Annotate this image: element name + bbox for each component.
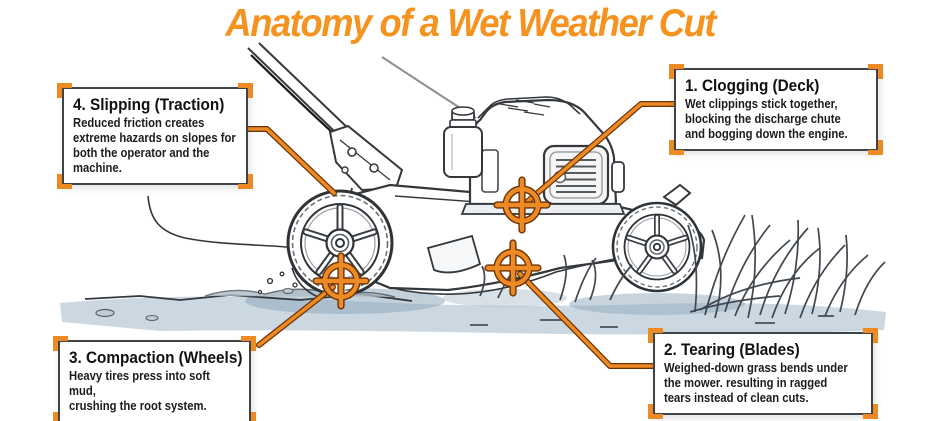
- corner-bracket-icon: [863, 328, 878, 343]
- engine-grille: [542, 144, 610, 206]
- corner-bracket-icon: [669, 64, 684, 79]
- horizon-line: [147, 195, 307, 250]
- corner-bracket-icon: [57, 173, 72, 189]
- connector-clogging-line: [524, 101, 679, 205]
- corner-bracket-icon: [669, 139, 684, 155]
- corner-bracket-icon: [868, 64, 883, 79]
- connector-compaction-line: [256, 284, 336, 348]
- callout-compaction-body: Heavy tires press into soft mud, crushin…: [69, 368, 210, 413]
- page-title: Anatomy of a Wet Weather Cut: [0, 2, 940, 46]
- callout-slipping: 4. Slipping (Traction) Reduced friction …: [57, 83, 253, 189]
- callout-clogging: 1. Clogging (Deck) Wet clippings stick t…: [669, 64, 883, 155]
- callout-compaction: 3. Compaction (Wheels) Heavy tires press…: [53, 336, 256, 421]
- corner-bracket-icon: [863, 403, 878, 419]
- corner-bracket-icon: [53, 411, 68, 421]
- wet-ground: [60, 288, 886, 335]
- callout-compaction-heading: 3. Compaction (Wheels): [69, 348, 243, 367]
- corner-bracket-icon: [238, 83, 253, 98]
- corner-bracket-icon: [238, 173, 253, 189]
- connector-tearing-line: [517, 271, 658, 369]
- callout-slipping-body: Reduced friction creates extreme hazards…: [73, 115, 236, 175]
- corner-bracket-icon: [868, 139, 883, 155]
- crosshair-target-wheels: [312, 252, 370, 310]
- page-title-text: Anatomy of a Wet Weather Cut: [225, 2, 716, 45]
- corner-bracket-icon: [648, 403, 663, 419]
- callout-tearing-body: Weighed-down grass bends under the mower…: [664, 360, 848, 405]
- callout-clogging-heading: 1. Clogging (Deck): [685, 76, 820, 95]
- mud-debris: [257, 267, 319, 298]
- corner-bracket-icon: [53, 336, 68, 351]
- front-wheel: [611, 201, 703, 293]
- rear-wheel: [286, 189, 394, 297]
- mower-engine: [443, 96, 626, 215]
- crosshair-target-deck: [493, 176, 551, 234]
- callout-clogging-body: Wet clippings stick together, blocking t…: [685, 96, 848, 141]
- callout-tearing: 2. Tearing (Blades) Weighed-down grass b…: [648, 328, 878, 419]
- grass-tufts: [479, 214, 886, 319]
- fuel-tank: [443, 106, 483, 178]
- callout-tearing-heading: 2. Tearing (Blades): [664, 340, 800, 359]
- corner-bracket-icon: [57, 83, 72, 98]
- corner-bracket-icon: [648, 328, 663, 343]
- corner-bracket-icon: [241, 336, 256, 351]
- crosshair-target-blades: [484, 239, 542, 297]
- connector-slipping-line: [245, 126, 337, 196]
- corner-bracket-icon: [241, 411, 256, 421]
- callout-slipping-heading: 4. Slipping (Traction): [73, 95, 225, 114]
